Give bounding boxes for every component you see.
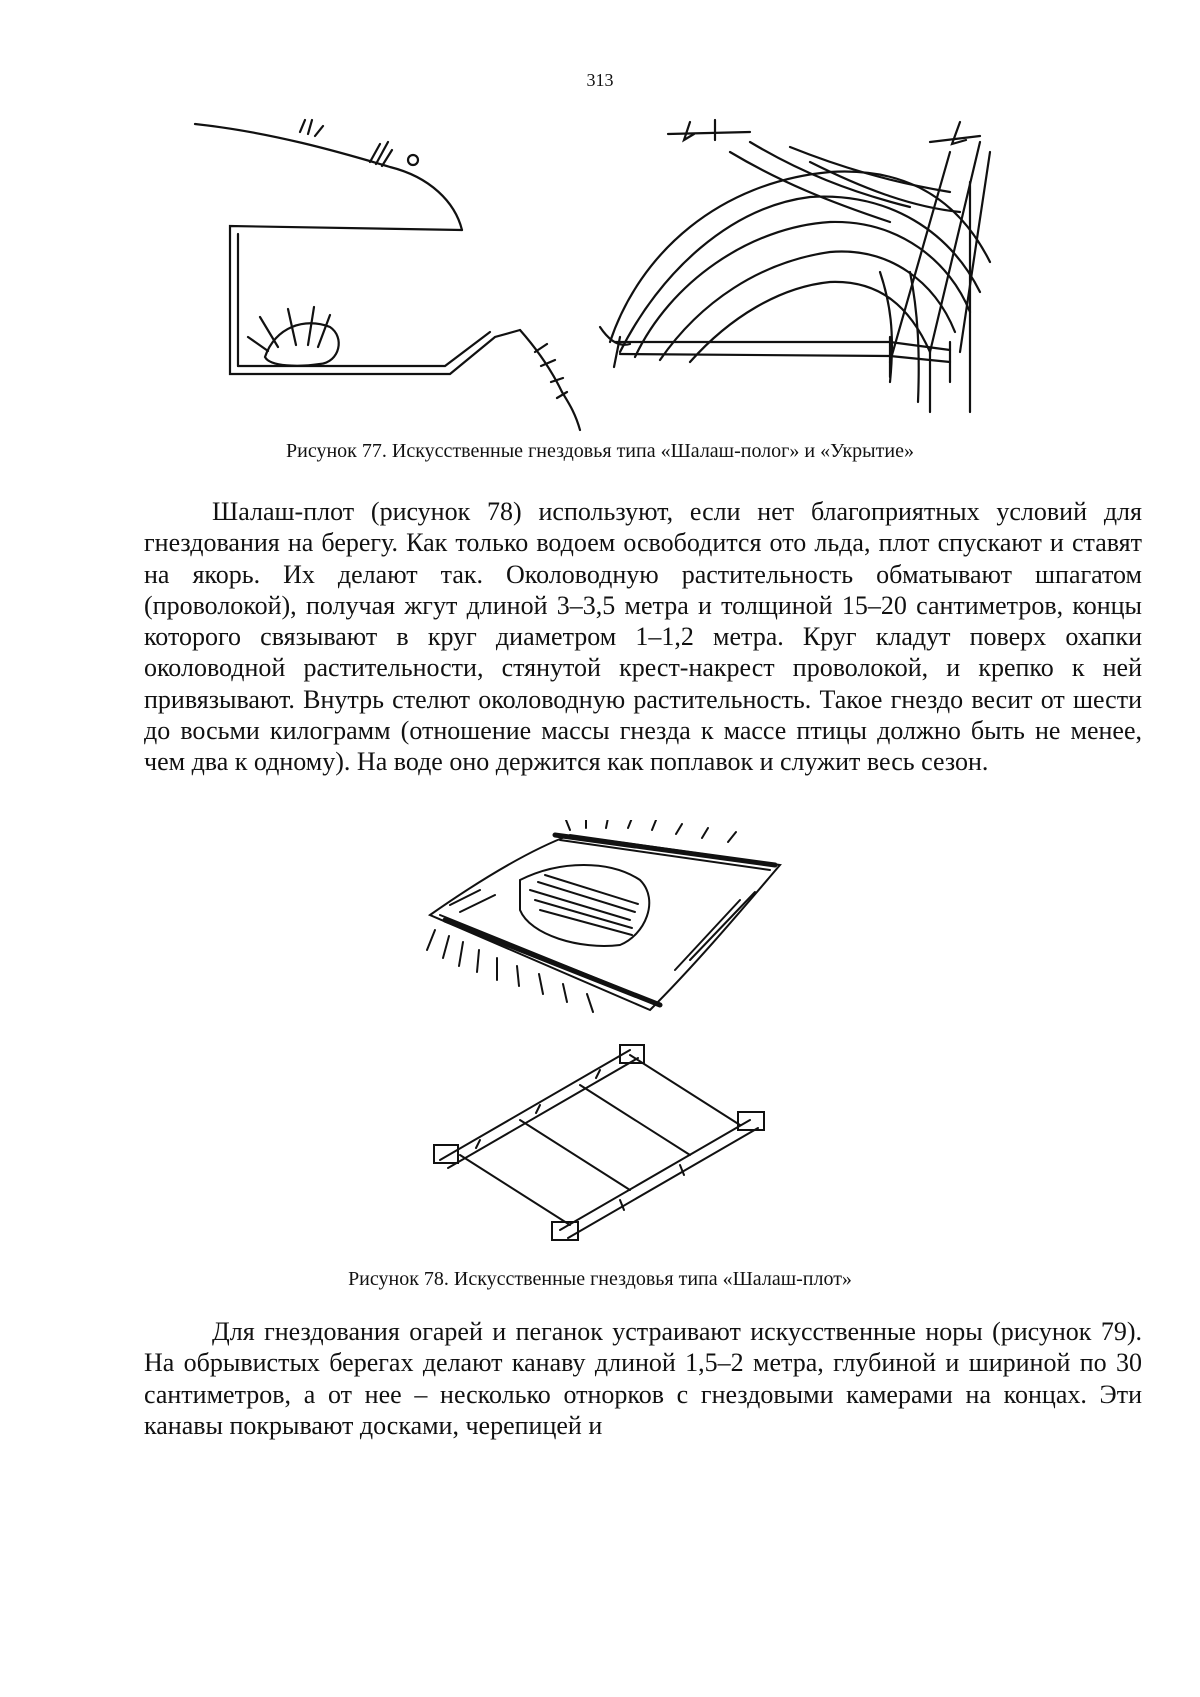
paragraph-shalash-plot: Шалаш-плот (рисунок 78) используют, если… bbox=[144, 497, 1142, 777]
paragraph-artificial-burrows: Для гнездования огарей и пеганок устраив… bbox=[144, 1317, 1142, 1440]
figure-77-drawing bbox=[193, 118, 992, 432]
figure-77 bbox=[190, 112, 1110, 452]
thatched-mat-drawing bbox=[426, 820, 782, 1013]
ukrytie-drawing bbox=[193, 118, 582, 432]
figure-78-drawing bbox=[426, 820, 782, 1241]
figure-78-caption: Рисунок 78. Искусственные гнездовья типа… bbox=[348, 1268, 852, 1290]
raft-frame-drawing bbox=[433, 1044, 765, 1241]
figure-77-caption: Рисунок 77. Искусственные гнездовья типа… bbox=[286, 440, 914, 462]
shalash-polog-drawing bbox=[598, 118, 992, 414]
page-number: 313 bbox=[586, 70, 614, 90]
figure-78 bbox=[420, 820, 840, 1260]
